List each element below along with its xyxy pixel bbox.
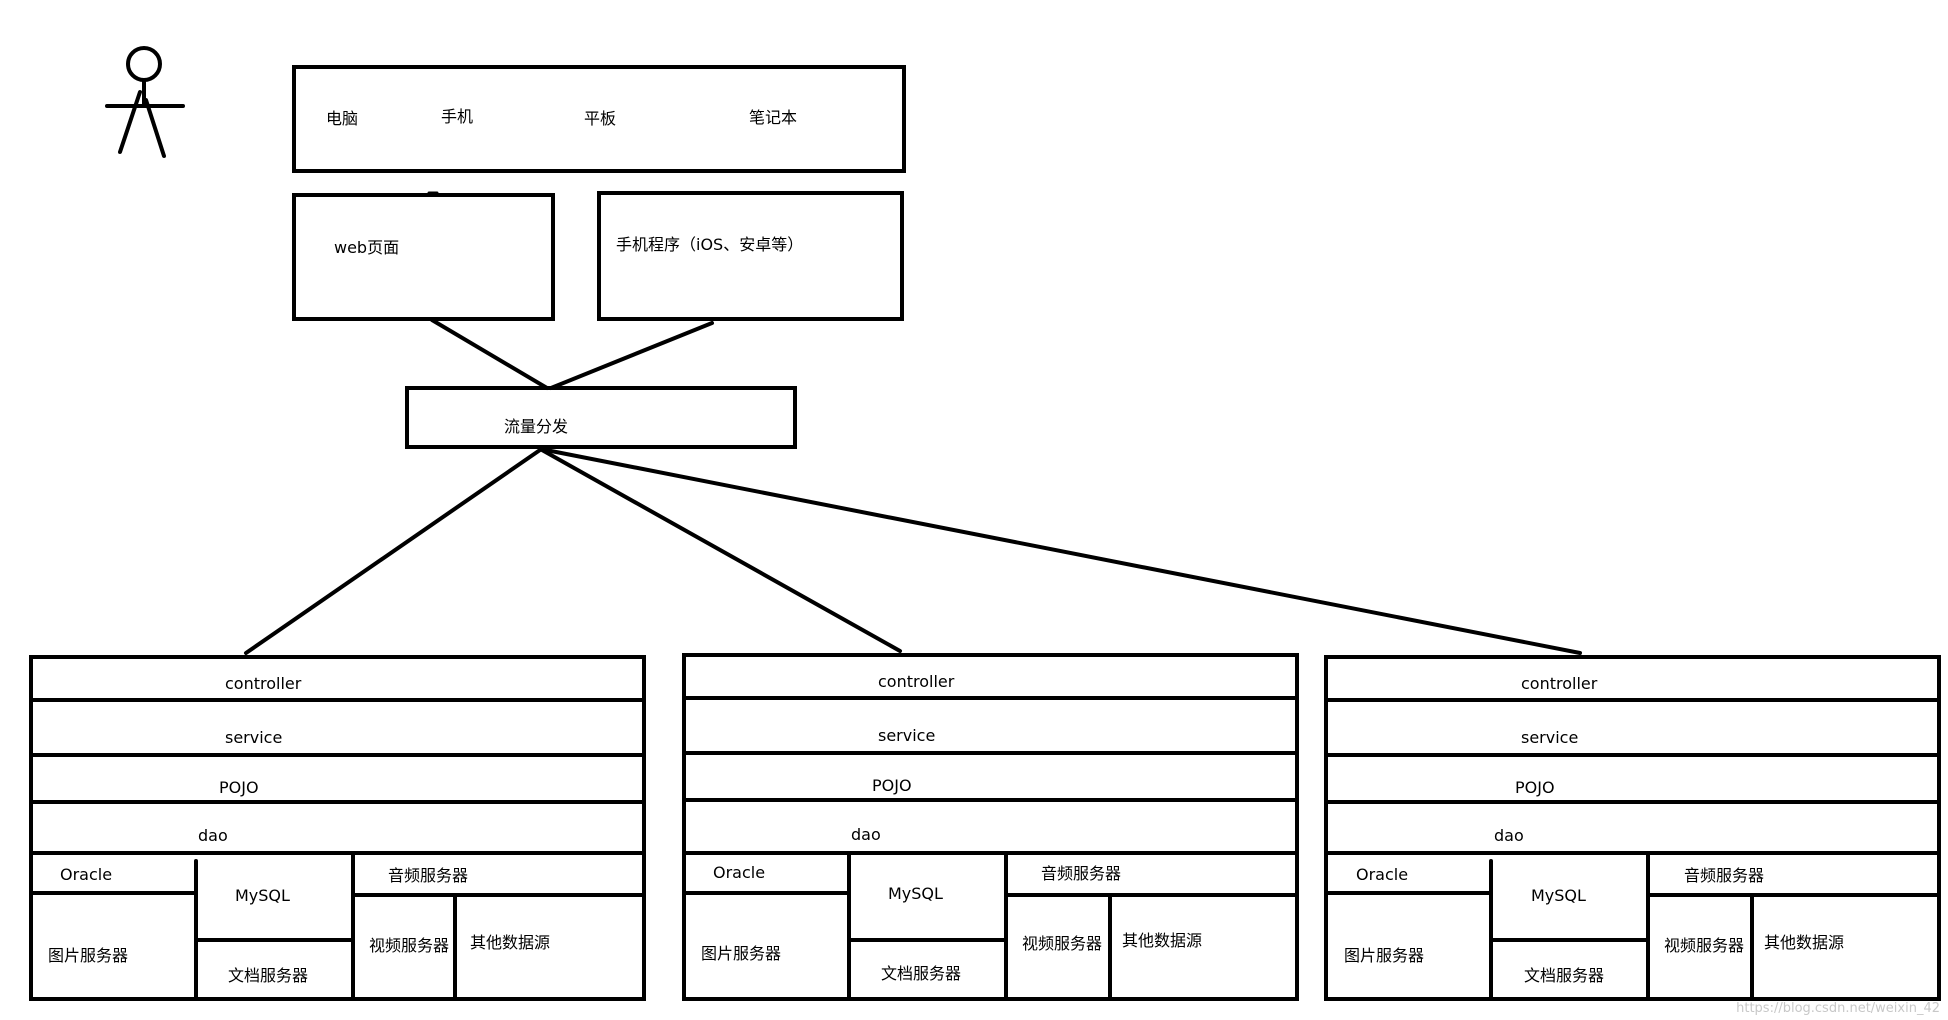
document-server: 文档服务器 (228, 966, 308, 985)
device-computer: 电脑 (326, 109, 358, 128)
controller-layer: controller (225, 674, 302, 693)
pojo-layer: POJO (219, 778, 259, 797)
audio-server: 音频服务器 (1041, 864, 1121, 883)
audio-server: 音频服务器 (388, 866, 468, 885)
server-stack-2: controller service POJO dao Oracle MySQL… (682, 653, 1299, 1001)
device-phone: 手机 (441, 107, 473, 126)
oracle-db: Oracle (60, 865, 112, 884)
video-server: 视频服务器 (1664, 936, 1744, 955)
connector-router-stack-2 (540, 448, 902, 653)
mysql-db: MySQL (1531, 886, 1586, 905)
dao-layer: dao (1494, 826, 1524, 845)
service-layer: service (878, 726, 935, 745)
mysql-db: MySQL (888, 884, 943, 903)
controller-layer: controller (1521, 674, 1598, 693)
server-stack-3: controller service POJO dao Oracle MySQL… (1324, 655, 1941, 1001)
device-laptop: 笔记本 (749, 108, 797, 127)
device-tablet: 平板 (584, 109, 616, 128)
image-server: 图片服务器 (1344, 946, 1424, 965)
pojo-layer: POJO (1515, 778, 1555, 797)
router-label: 流量分发 (504, 417, 568, 436)
router-box (405, 386, 797, 449)
mobile-client-label: 手机程序（iOS、安卓等） (616, 235, 803, 254)
video-server: 视频服务器 (369, 936, 449, 955)
web-client-box (292, 193, 555, 321)
audio-server: 音频服务器 (1684, 866, 1764, 885)
web-client-label: web页面 (334, 238, 399, 257)
other-datasource: 其他数据源 (1122, 931, 1202, 950)
document-server: 文档服务器 (881, 964, 961, 983)
service-layer: service (1521, 728, 1578, 747)
mobile-client-box (597, 191, 904, 321)
user-stick-figure (105, 46, 185, 158)
connector-router-stack-3 (544, 448, 1582, 655)
controller-layer: controller (878, 672, 955, 691)
dao-layer: dao (198, 826, 228, 845)
service-layer: service (225, 728, 282, 747)
mysql-db: MySQL (235, 886, 290, 905)
server-stack-1: controller service POJO dao Oracle MySQL… (29, 655, 646, 1001)
oracle-db: Oracle (713, 863, 765, 882)
connector-web-router (430, 318, 549, 390)
image-server: 图片服务器 (48, 946, 128, 965)
document-server: 文档服务器 (1524, 966, 1604, 985)
oracle-db: Oracle (1356, 865, 1408, 884)
image-server: 图片服务器 (701, 944, 781, 963)
other-datasource: 其他数据源 (470, 933, 550, 952)
other-datasource: 其他数据源 (1764, 933, 1844, 952)
devices-box (292, 65, 906, 173)
dao-layer: dao (851, 825, 881, 844)
pojo-layer: POJO (872, 776, 912, 795)
connector-mobile-router (549, 321, 714, 390)
video-server: 视频服务器 (1022, 934, 1102, 953)
connector-router-stack-1 (244, 448, 542, 655)
watermark: https://blog.csdn.net/weixin_42 (1736, 1001, 1940, 1016)
